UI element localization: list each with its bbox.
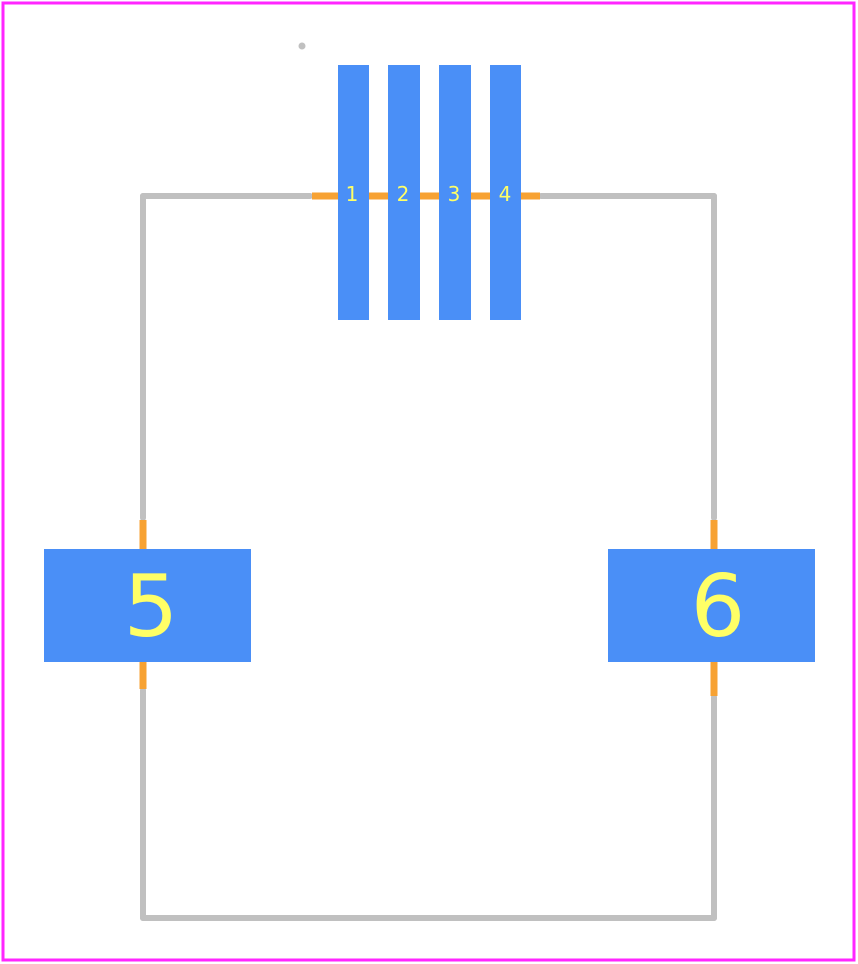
pad-1-label: 1	[346, 182, 359, 206]
pad-2[interactable]	[388, 65, 420, 320]
pad-6[interactable]	[608, 549, 815, 662]
pad-6-label: 6	[691, 557, 746, 657]
mounting-pads: 5 6	[44, 549, 815, 662]
pad-4[interactable]	[490, 65, 521, 320]
pin1-marker-dot	[298, 42, 306, 50]
pad-4-label: 4	[499, 182, 512, 206]
pad-2-label: 2	[397, 182, 410, 206]
pad-5[interactable]	[44, 549, 251, 662]
pad-5-label: 5	[124, 557, 179, 657]
pad-3-label: 3	[448, 182, 461, 206]
pad-3[interactable]	[439, 65, 471, 320]
pad-1[interactable]	[338, 65, 369, 320]
silkscreen-outline	[140, 193, 717, 921]
signal-pads: 1 2 3 4	[338, 65, 521, 320]
